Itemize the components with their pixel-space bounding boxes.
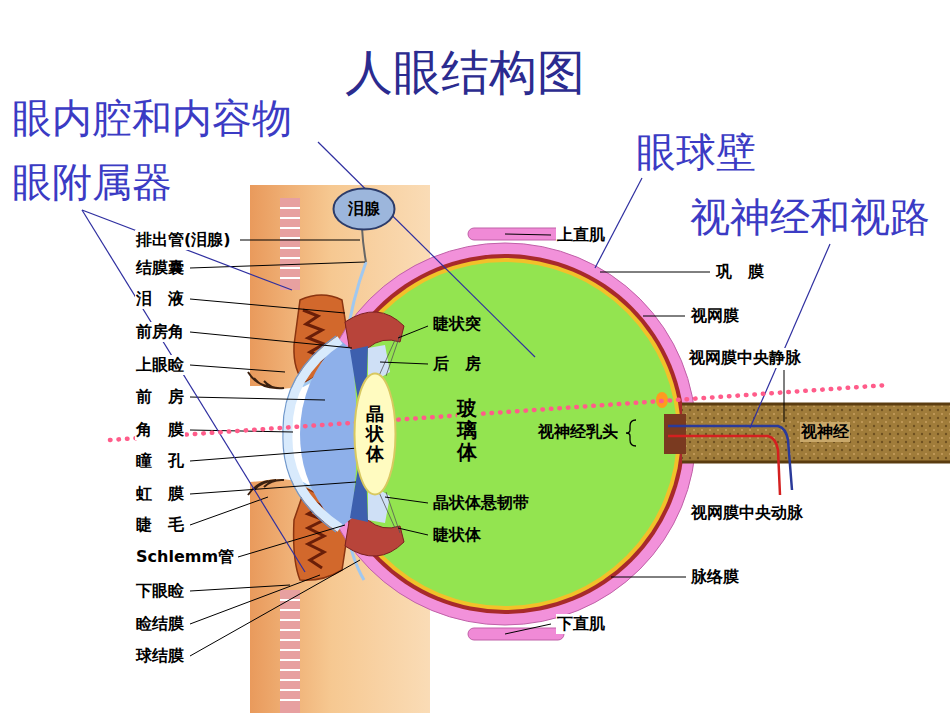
leader bbox=[398, 326, 428, 338]
lacrimal-duct bbox=[362, 228, 366, 262]
leader bbox=[784, 370, 785, 422]
leader bbox=[385, 497, 428, 503]
part-label: 睫状突 bbox=[432, 314, 482, 334]
part-label: 脉络膜 bbox=[690, 567, 740, 587]
visual-axis-dots bbox=[110, 385, 888, 440]
part-label: 视网膜 bbox=[690, 306, 740, 326]
leader bbox=[398, 528, 428, 535]
part-label: 瞳 孔 bbox=[135, 451, 185, 471]
leader-lines bbox=[190, 234, 784, 656]
node-text-group: 泪腺 bbox=[348, 199, 380, 219]
choroid bbox=[325, 254, 685, 614]
category-line bbox=[82, 210, 292, 290]
part-label: 睑结膜 bbox=[135, 614, 185, 634]
leader bbox=[611, 577, 686, 578]
leader bbox=[190, 262, 365, 268]
part-label: 前 房 bbox=[135, 387, 185, 407]
category-label: 眼附属器 bbox=[12, 158, 172, 206]
node-text-group: 晶状体 bbox=[366, 404, 384, 463]
muscle-stripe bbox=[280, 198, 300, 290]
part-label: 晶状体悬韧带 bbox=[432, 493, 530, 513]
leader bbox=[190, 482, 356, 494]
part-label: 睫状体 bbox=[432, 525, 482, 545]
category-line bbox=[595, 178, 642, 268]
lacrimal-gland: 泪腺 bbox=[332, 187, 396, 231]
part-label: 泪 液 bbox=[135, 289, 185, 309]
part-label: 后 房 bbox=[432, 354, 482, 374]
lacrimal-gland-label: 泪腺 bbox=[348, 199, 380, 219]
leader bbox=[190, 332, 352, 348]
part-label: 排出管(泪腺) bbox=[135, 230, 232, 250]
leader bbox=[505, 234, 551, 235]
vertical-part-label: 玻璃体 bbox=[457, 397, 477, 463]
brace bbox=[626, 420, 636, 446]
part-label: 下直肌 bbox=[556, 614, 606, 634]
nerve-sheath bbox=[682, 404, 950, 462]
category-label: 眼球壁 bbox=[636, 128, 756, 176]
eyelashes bbox=[248, 372, 284, 495]
leader bbox=[190, 365, 285, 372]
part-label: 虹 膜 bbox=[135, 484, 185, 504]
inferior-rectus bbox=[468, 628, 564, 640]
category-label: 眼内腔和内容物 bbox=[12, 94, 292, 142]
leader bbox=[190, 397, 325, 400]
muscle-stripe bbox=[280, 590, 300, 713]
part-label: 视网膜中央静脉 bbox=[688, 348, 802, 368]
leader bbox=[190, 585, 290, 591]
leader bbox=[190, 560, 360, 656]
cornea bbox=[288, 340, 340, 528]
leader bbox=[505, 624, 551, 634]
eyeball bbox=[283, 228, 696, 640]
lacrimal-gland-ellipse bbox=[334, 189, 395, 230]
lens: 晶状体 bbox=[353, 372, 397, 496]
superior-rectus bbox=[468, 228, 564, 240]
optic-nerve bbox=[626, 392, 950, 495]
part-label: 下眼睑 bbox=[135, 581, 185, 601]
part-label: 视神经乳头 bbox=[537, 422, 619, 442]
leader bbox=[240, 240, 360, 241]
part-label: Schlemm管 bbox=[135, 547, 235, 567]
central-artery bbox=[668, 436, 780, 495]
part-label: 角 膜 bbox=[135, 420, 185, 440]
nerve-band bbox=[682, 404, 950, 462]
optic-disc bbox=[664, 414, 686, 454]
vitreous bbox=[333, 262, 677, 606]
part-label: 结膜囊 bbox=[135, 258, 185, 278]
leader bbox=[190, 430, 293, 432]
leader bbox=[600, 272, 710, 273]
part-label: 上眼睑 bbox=[135, 355, 185, 375]
part-label: 视网膜中央动脉 bbox=[690, 503, 804, 523]
diagram-title: 人眼结构图 bbox=[345, 44, 585, 100]
part-label: 巩 膜 bbox=[715, 262, 765, 282]
retina bbox=[329, 258, 681, 610]
ciliary-body bbox=[345, 312, 404, 352]
part-label: 视神经 bbox=[800, 422, 850, 442]
lens-label: 晶状体 bbox=[366, 404, 384, 463]
leader bbox=[238, 525, 345, 557]
sclera bbox=[314, 243, 696, 625]
cornea-edge bbox=[283, 336, 336, 532]
category-line bbox=[318, 142, 535, 357]
ciliary-body bbox=[345, 516, 404, 556]
part-label: 球结膜 bbox=[135, 646, 185, 666]
leader bbox=[380, 362, 428, 364]
leader bbox=[643, 316, 685, 317]
leader bbox=[190, 497, 268, 525]
part-label: 前房角 bbox=[135, 322, 185, 342]
part-label: 睫 毛 bbox=[135, 515, 185, 535]
leader bbox=[190, 299, 345, 313]
category-line bbox=[82, 210, 305, 572]
leader bbox=[190, 575, 320, 624]
category-label: 视神经和视路 bbox=[690, 193, 930, 241]
part-label: 上直肌 bbox=[556, 225, 606, 245]
leader bbox=[190, 448, 358, 461]
lens-ellipse bbox=[355, 374, 396, 495]
